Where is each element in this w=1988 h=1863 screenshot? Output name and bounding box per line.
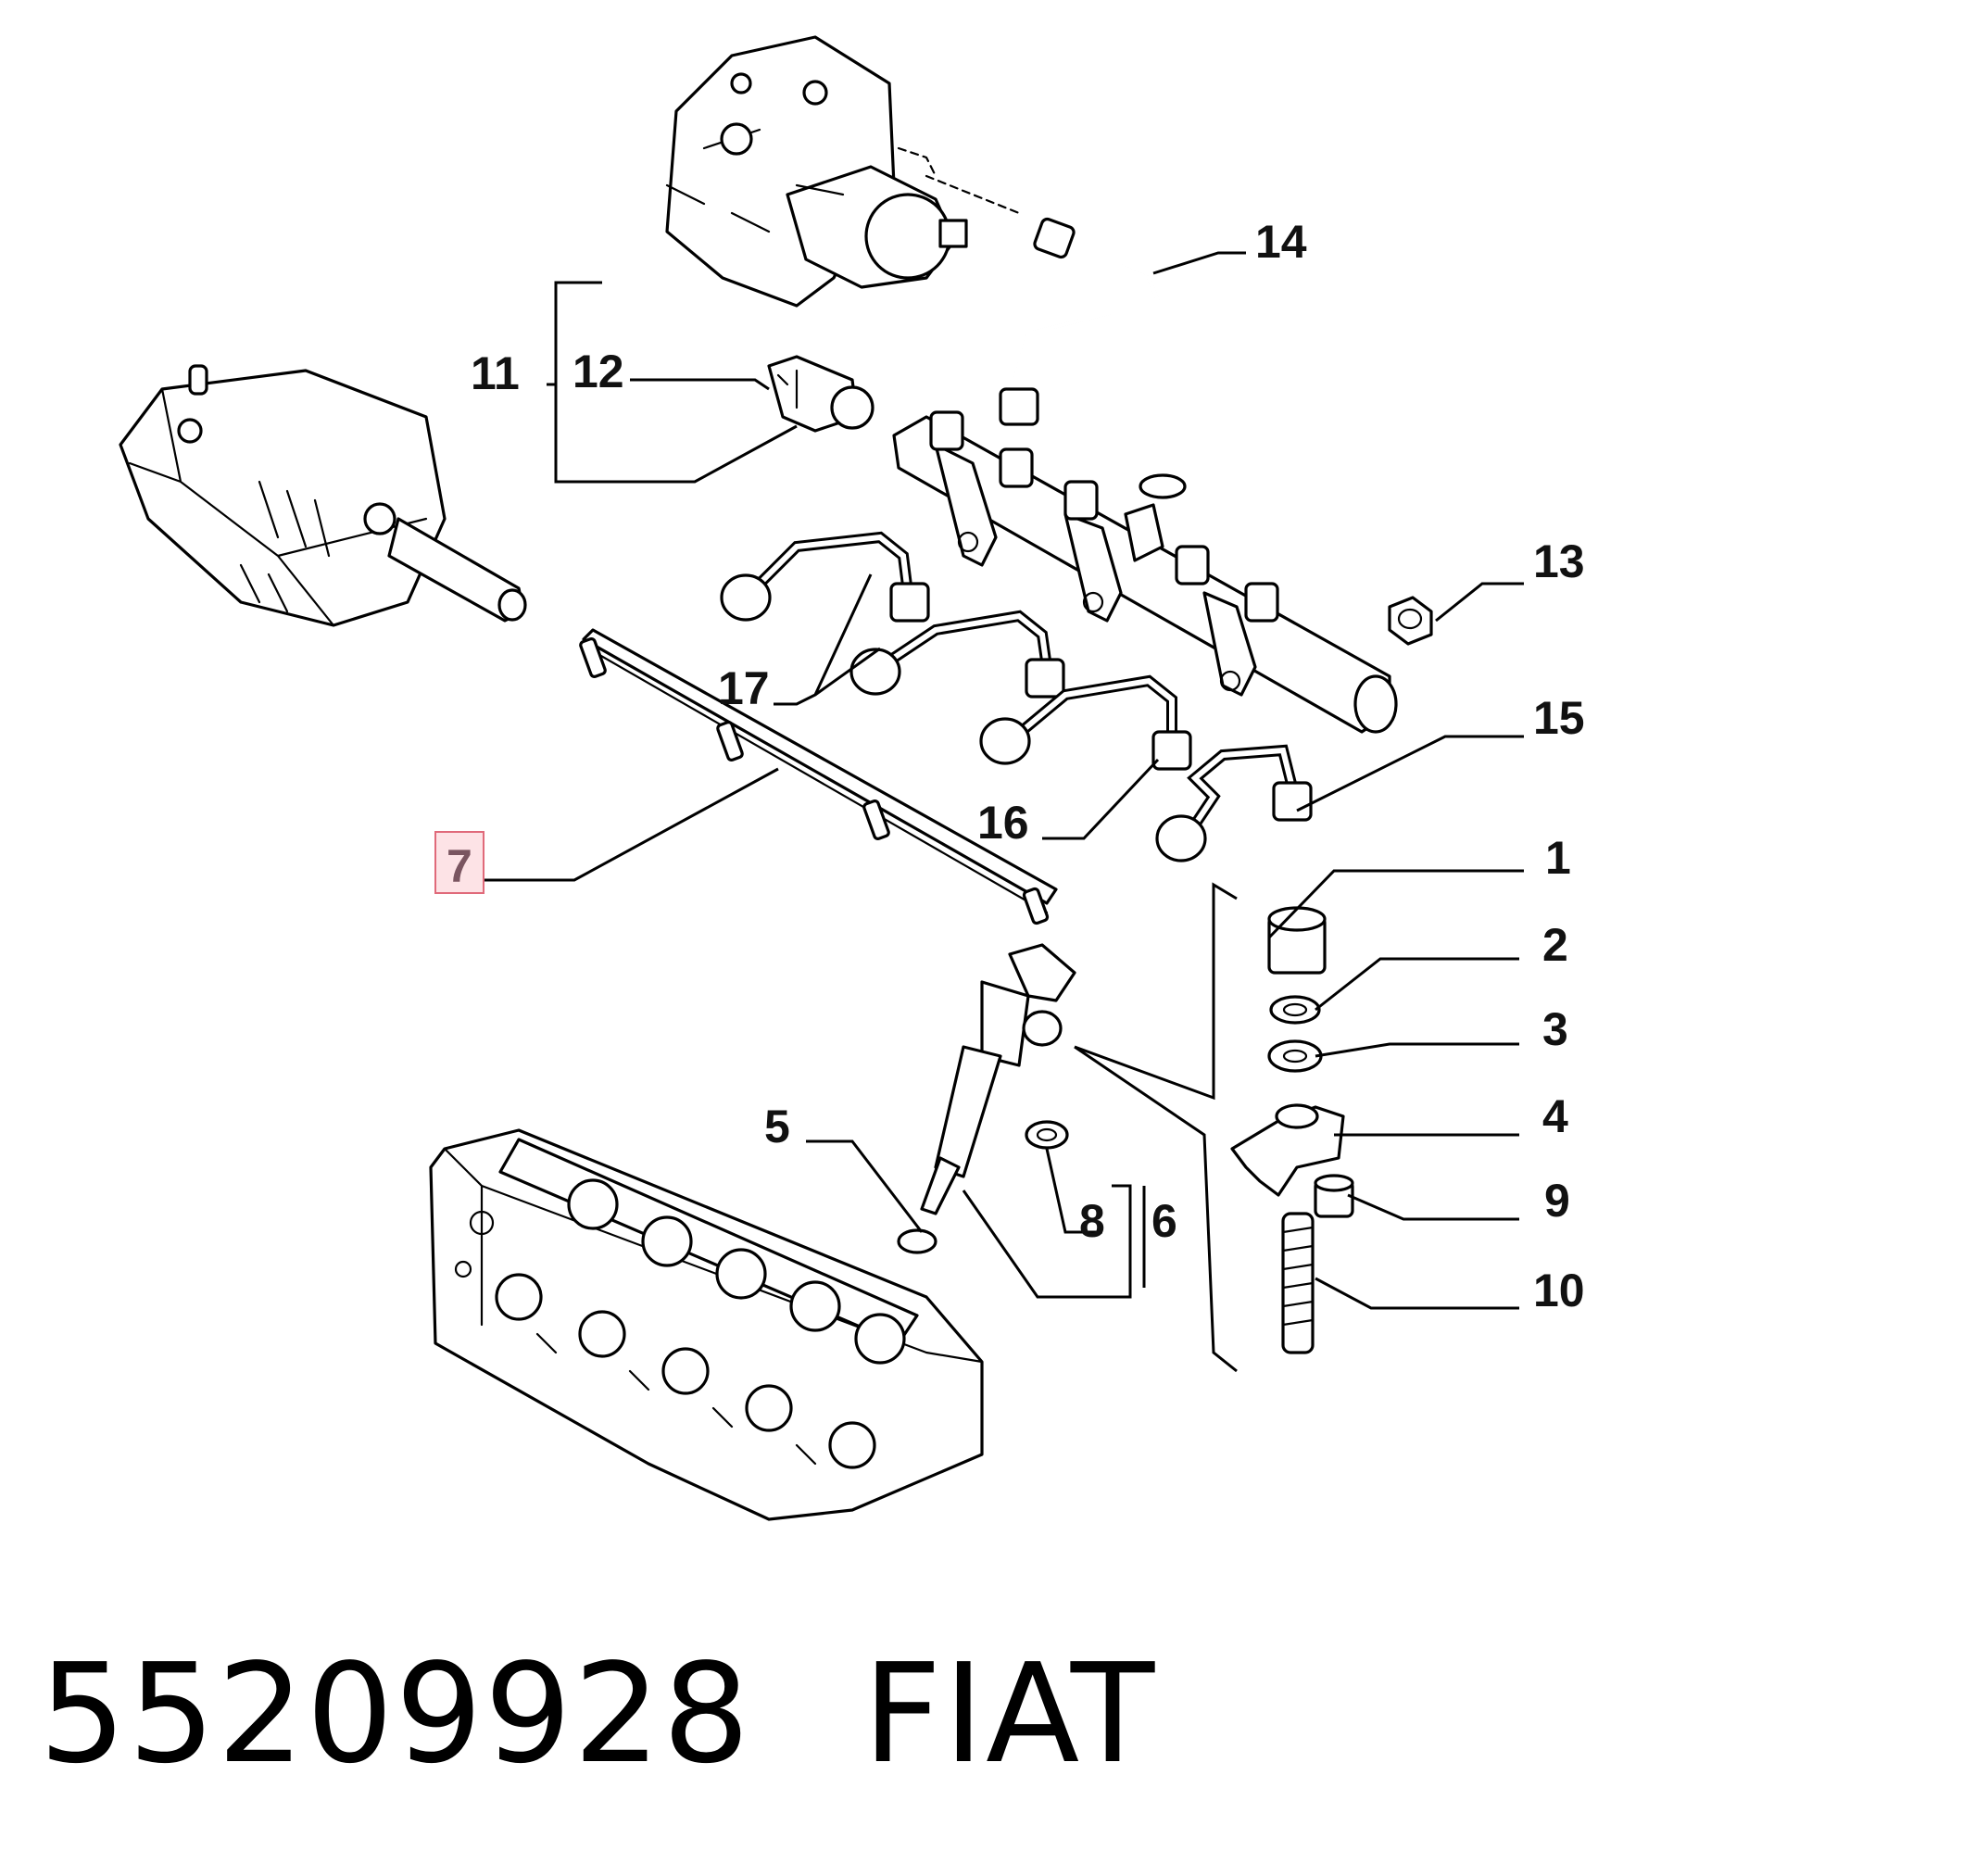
leader-lines xyxy=(482,251,1524,1373)
brand-name: FIAT xyxy=(862,1634,1157,1794)
stud-10 xyxy=(1281,1212,1315,1354)
injector xyxy=(920,943,1076,1215)
clamp-4 xyxy=(1230,1103,1345,1197)
callout-7[interactable]: 7 xyxy=(447,840,472,892)
callout-13[interactable]: 13 xyxy=(1533,535,1585,587)
leak-off-pipe-7 xyxy=(579,628,1058,925)
part-number: 55209928 xyxy=(39,1634,752,1794)
callout-4[interactable]: 4 xyxy=(1542,1090,1568,1142)
callout-3[interactable]: 3 xyxy=(1542,1003,1568,1055)
callout-2[interactable]: 2 xyxy=(1542,919,1568,971)
sleeve-1 xyxy=(1267,906,1327,975)
nut-13 xyxy=(1388,596,1433,646)
callout-16[interactable]: 16 xyxy=(977,797,1029,849)
fuel-rail xyxy=(892,410,1398,734)
callout-17[interactable]: 17 xyxy=(718,662,770,714)
callout-12[interactable]: 12 xyxy=(572,346,624,397)
footer: 55209928 FIAT xyxy=(39,1630,1947,1797)
callout-8[interactable]: 8 xyxy=(1079,1195,1105,1247)
fuel-filter-housing xyxy=(119,364,527,627)
callout-6[interactable]: 6 xyxy=(1151,1195,1177,1247)
pipe-14 xyxy=(999,217,1161,426)
cylinder-head xyxy=(429,1128,984,1521)
highlight-box xyxy=(434,831,484,894)
pipes-17 xyxy=(720,531,1065,699)
callout-5[interactable]: 5 xyxy=(764,1101,790,1152)
callout-labels: 1 2 3 4 5 6 7 8 9 10 11 12 13 14 15 16 1… xyxy=(447,216,1585,1316)
callout-15[interactable]: 15 xyxy=(1533,692,1585,744)
callout-9[interactable]: 9 xyxy=(1544,1175,1570,1227)
callout-1[interactable]: 1 xyxy=(1545,832,1571,884)
callout-14[interactable]: 14 xyxy=(1255,216,1307,268)
exploded-parts-diagram: 1 2 3 4 5 6 7 8 9 10 11 12 13 14 15 16 1… xyxy=(119,35,1585,1521)
seal-3 xyxy=(1267,1039,1323,1073)
washer-2 xyxy=(1269,995,1321,1025)
high-pressure-pump xyxy=(665,35,1021,308)
callout-11[interactable]: 11 xyxy=(471,347,520,399)
pipes-16-15 xyxy=(979,674,1313,862)
washer-5 xyxy=(897,1228,937,1254)
callout-10[interactable]: 10 xyxy=(1533,1265,1585,1316)
spacer-9 xyxy=(1314,1174,1354,1218)
seal-8 xyxy=(1025,1120,1069,1150)
pressure-sensor xyxy=(767,355,874,433)
